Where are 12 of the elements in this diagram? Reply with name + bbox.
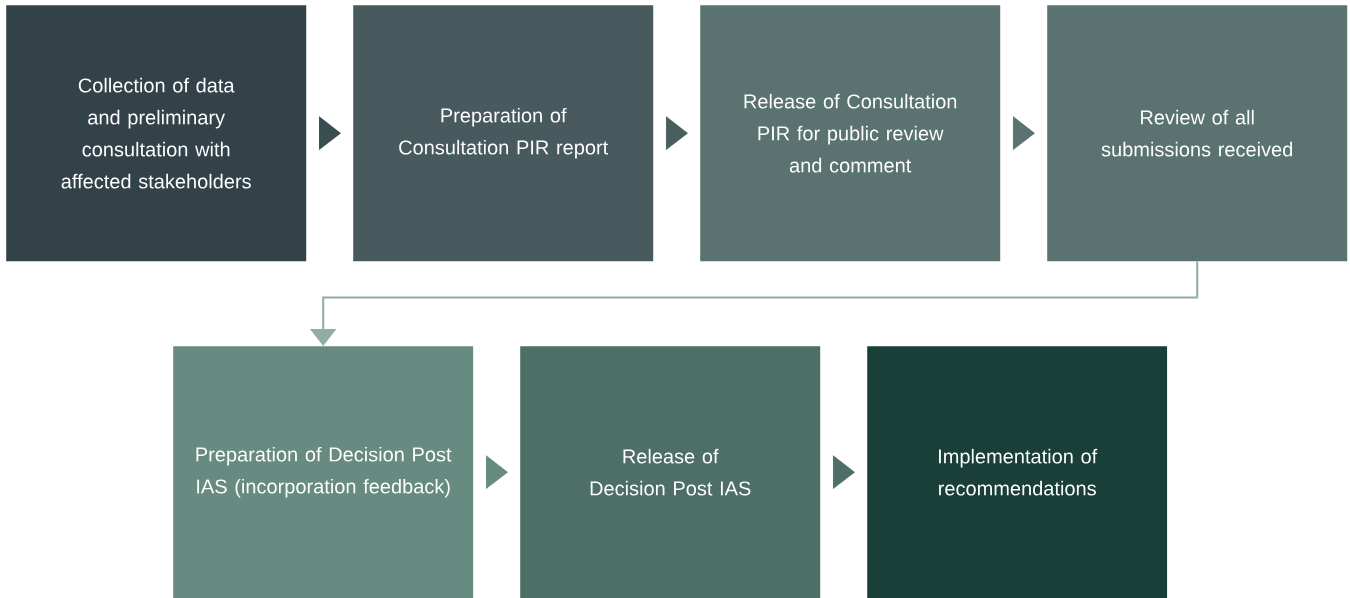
arrow [1013, 116, 1035, 151]
process-box: Release of Consultation PIR for public review and comment [700, 5, 1001, 262]
process-box: Preparation of Consultation PIR report [353, 5, 654, 262]
process-box: Collection of data and preliminary consultation with affected stakeholders [6, 5, 307, 262]
arrow [666, 116, 688, 151]
process-box: Preparation of Decision Post IAS (incorporation feedback) [173, 346, 474, 598]
arrow [833, 455, 855, 490]
arrow [318, 116, 341, 151]
process-box: Review of all submissions received [1047, 5, 1348, 262]
process-box: Release of Decision Post IAS [520, 346, 821, 598]
arrow [485, 455, 508, 490]
process-box: Implementation of recommendations [867, 346, 1168, 598]
